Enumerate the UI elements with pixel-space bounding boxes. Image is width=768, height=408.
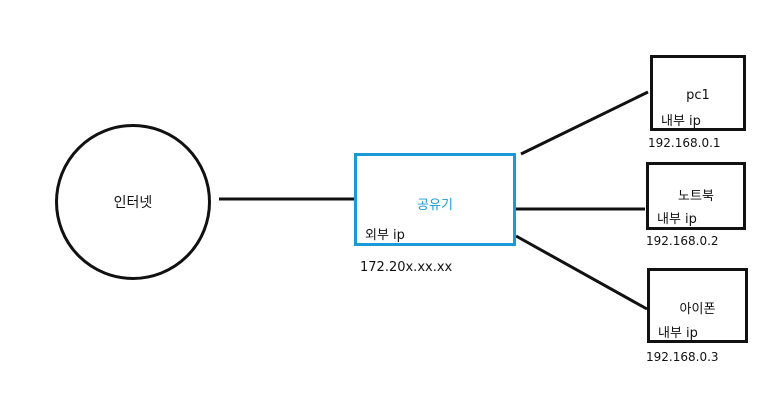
link-router-pc1 [520,90,649,156]
internet-label: 인터넷 [113,195,153,211]
device-ip: 192.168.0.1 [648,136,721,150]
device-label: 노트북 [678,189,714,204]
link-router-iphone [515,234,648,311]
device-laptop: 노트북 내부 ip [646,162,746,230]
device-ip: 192.168.0.3 [646,350,719,364]
device-ip-label: 내부 ip [658,326,698,341]
device-label: pc1 [686,88,710,103]
router-ip-label: 외부 ip [365,228,405,243]
device-ip-label: 내부 ip [657,212,697,227]
device-ip-label: 내부 ip [661,114,701,129]
device-pc1: pc1 내부 ip [650,55,746,131]
router-node: 공유기 외부 ip [354,153,516,246]
device-ip: 192.168.0.2 [646,234,719,248]
router-ip: 172.20x.xx.xx [360,260,453,275]
device-label: 아이폰 [679,302,716,317]
router-label: 공유기 [417,198,453,213]
internet-node: 인터넷 [55,124,211,280]
device-iphone: 아이폰 내부 ip [647,268,748,343]
